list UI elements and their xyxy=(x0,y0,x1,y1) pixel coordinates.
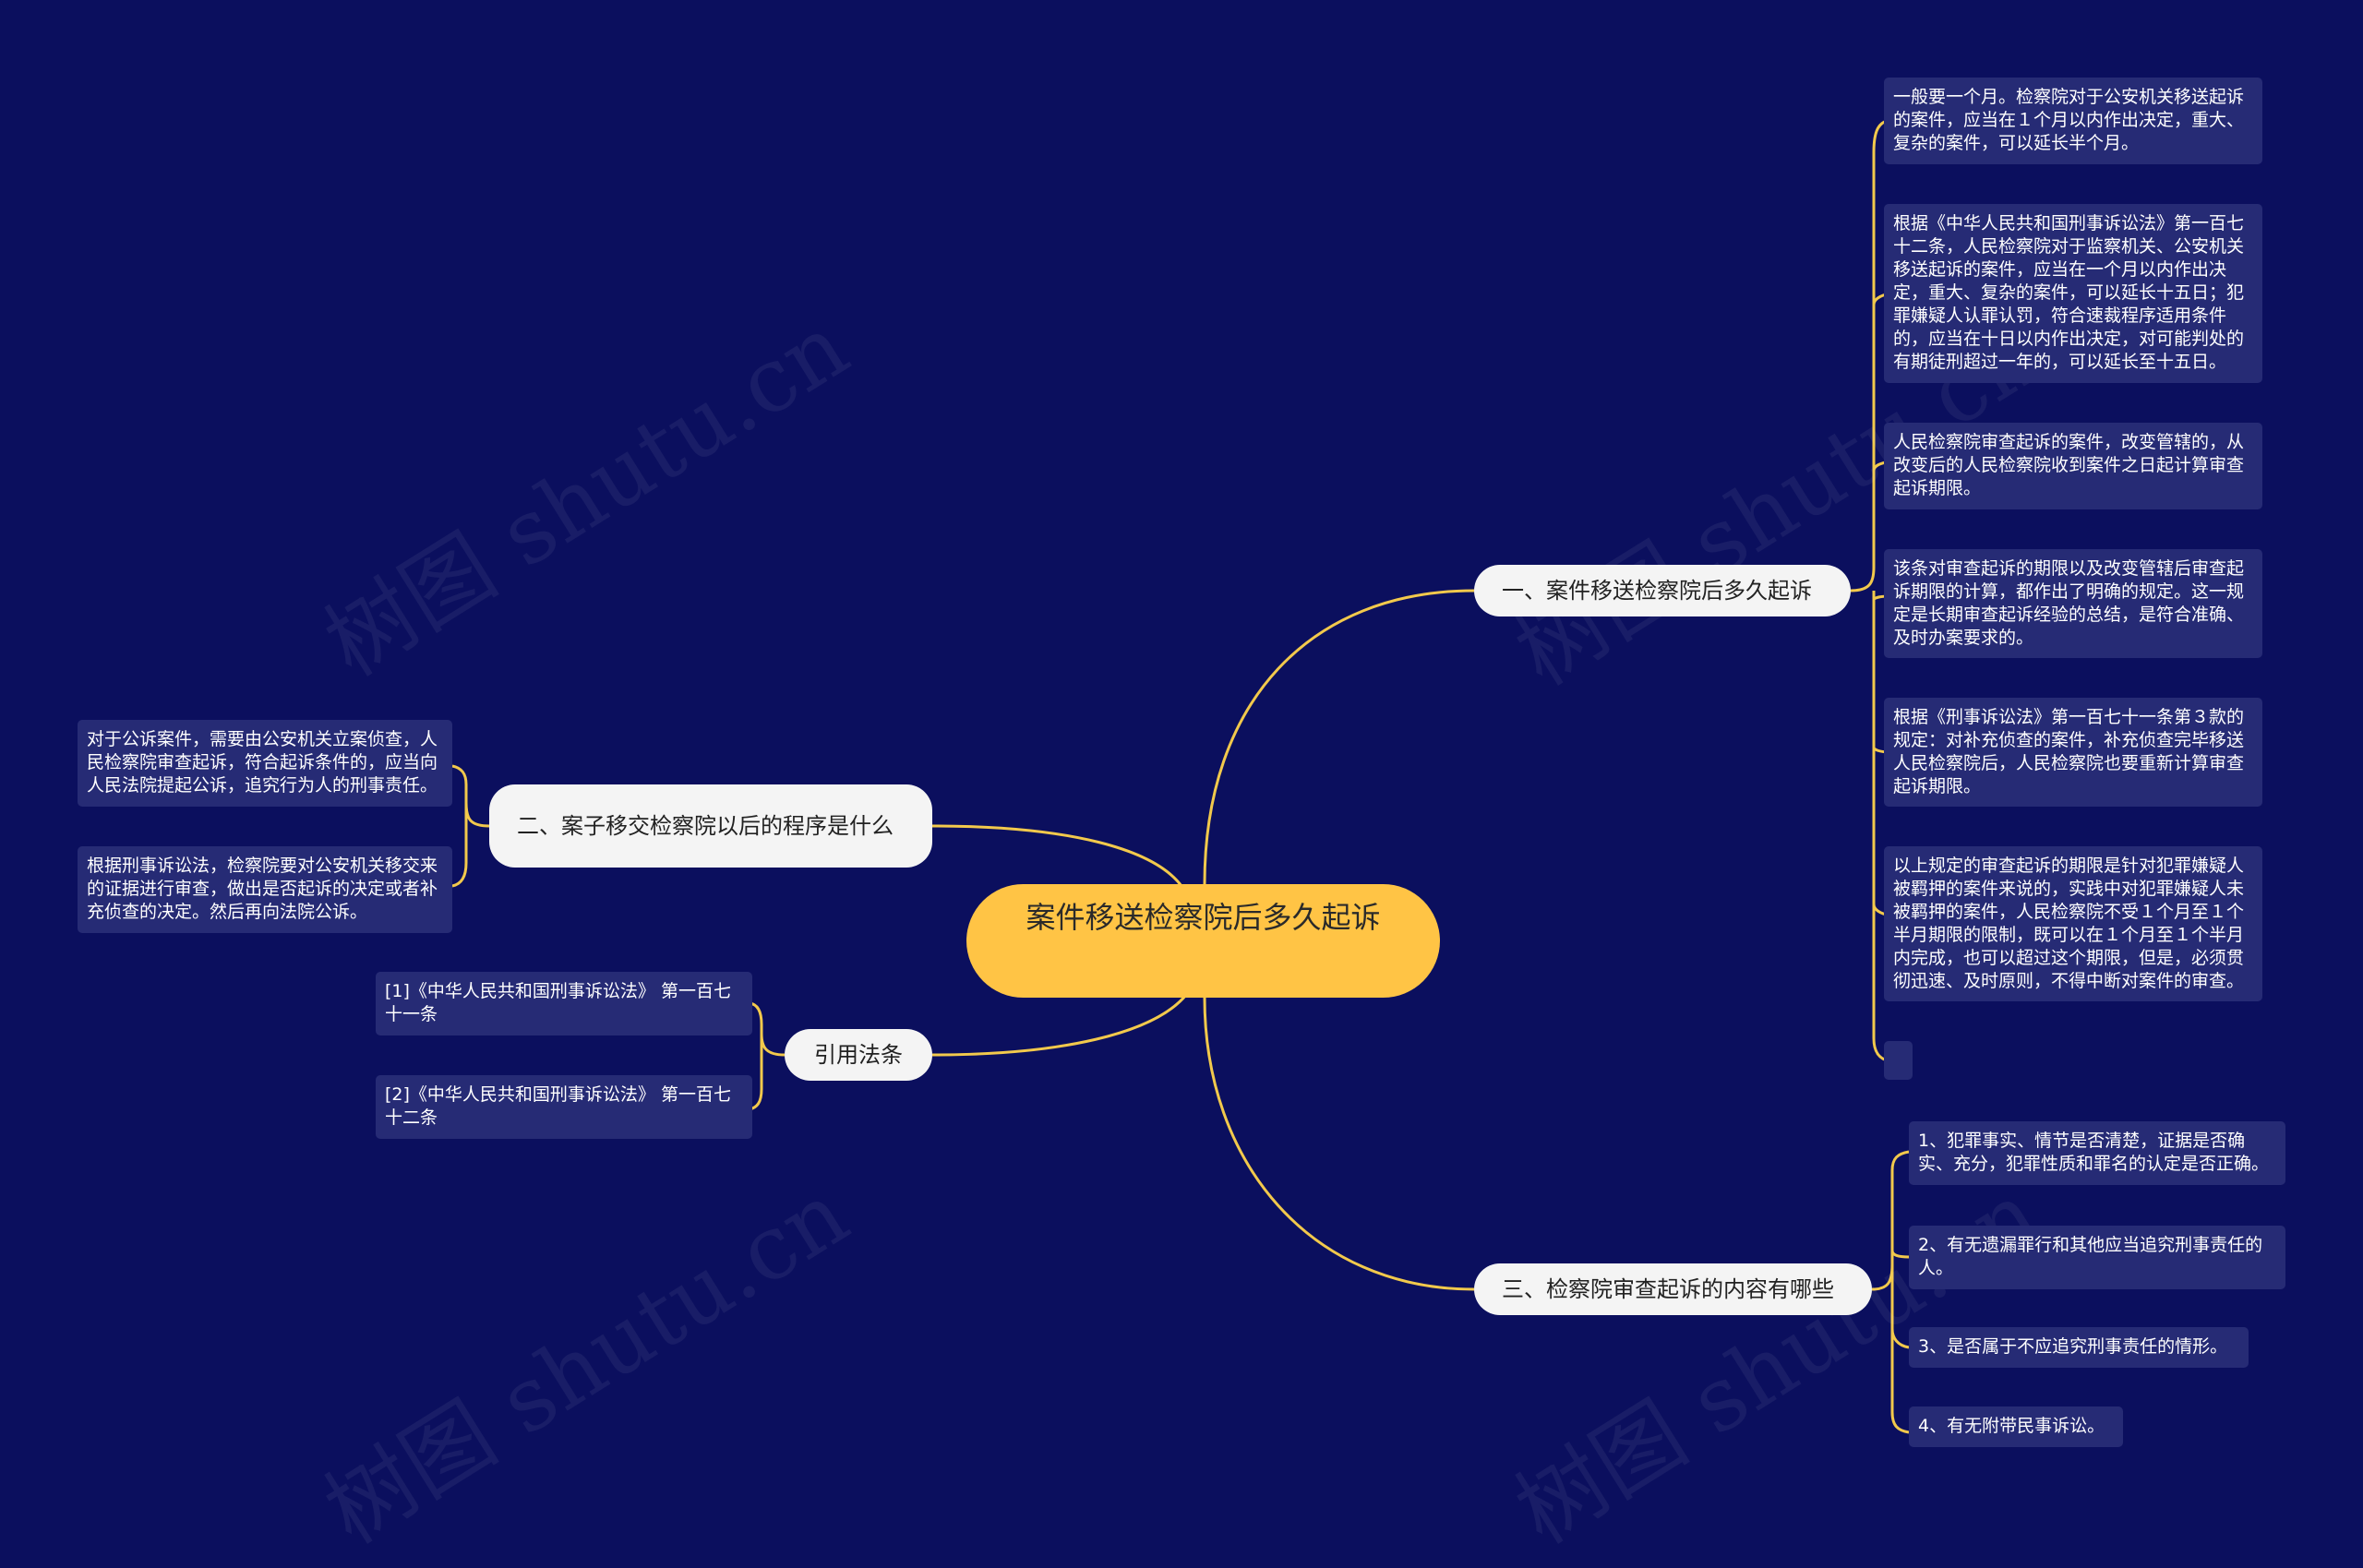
bracket-b1 xyxy=(1850,118,1891,592)
bracket-b2 xyxy=(451,764,490,828)
link-root-b1 xyxy=(1203,589,1475,885)
branch-topic-3[interactable]: 引用法条 xyxy=(785,1029,932,1081)
leaf-topic-2-2[interactable]: 根据刑事诉讼法，检察院要对公安机关移交来的证据进行审查，做出是否起诉的决定或者补… xyxy=(78,846,452,933)
leaf-topic-1-1[interactable]: 一般要一个月。检察院对于公安机关移送起诉的案件，应当在１个月以内作出决定，重大、… xyxy=(1884,78,2262,164)
connector-lines xyxy=(451,118,1910,1434)
leaf-topic-4-3[interactable]: 3、是否属于不应追究刑事责任的情形。 xyxy=(1909,1327,2249,1368)
link-root-b2 xyxy=(931,824,1183,887)
leaf-topic-1-7[interactable] xyxy=(1884,1041,1913,1080)
leaf-topic-3-1[interactable]: [1]《中华人民共和国刑事诉讼法》 第一百七十一条 xyxy=(376,972,752,1035)
leaf-topic-1-2[interactable]: 根据《中华人民共和国刑事诉讼法》第一百七十二条，人民检察院对于监察机关、公安机关… xyxy=(1884,204,2262,383)
bracket-b3 xyxy=(749,1001,786,1057)
link-root-b4 xyxy=(1203,997,1475,1291)
leaf-topic-3-2[interactable]: [2]《中华人民共和国刑事诉讼法》 第一百七十二条 xyxy=(376,1075,752,1139)
branch-topic-2[interactable]: 二、案子移交检察院以后的程序是什么 xyxy=(489,784,932,868)
branch-topic-4[interactable]: 三、检察院审查起诉的内容有哪些 xyxy=(1474,1263,1872,1315)
leaf-topic-1-3[interactable]: 人民检察院审查起诉的案件，改变管辖的，从改变后的人民检察院收到案件之日起计算审查… xyxy=(1884,423,2262,509)
leaf-topic-1-5[interactable]: 根据《刑事诉讼法》第一百七十一条第３款的规定：对补充侦查的案件，补充侦查完毕移送… xyxy=(1884,698,2262,807)
leaf-topic-2-1[interactable]: 对于公诉案件，需要由公安机关立案侦查，人民检察院审查起诉，符合起诉条件的，应当向… xyxy=(78,720,452,807)
bracket-b4 xyxy=(1871,1150,1910,1291)
root-topic[interactable]: 案件移送检察院后多久起诉 xyxy=(966,884,1440,998)
leaf-topic-4-2[interactable]: 2、有无遗漏罪行和其他应当追究刑事责任的人。 xyxy=(1909,1226,2285,1289)
leaf-topic-4-4[interactable]: 4、有无附带民事诉讼。 xyxy=(1909,1406,2123,1447)
leaf-topic-1-6[interactable]: 以上规定的审查起诉的期限是针对犯罪嫌疑人被羁押的案件来说的，实践中对犯罪嫌疑人未… xyxy=(1884,846,2262,1001)
branch-topic-1[interactable]: 一、案件移送检察院后多久起诉 xyxy=(1474,565,1851,616)
link-root-b3 xyxy=(931,994,1188,1057)
leaf-topic-1-4[interactable]: 该条对审查起诉的期限以及改变管辖后审查起诉期限的计算，都作出了明确的规定。这一规… xyxy=(1884,549,2262,658)
leaf-topic-4-1[interactable]: 1、犯罪事实、情节是否清楚，证据是否确实、充分，犯罪性质和罪名的认定是否正确。 xyxy=(1909,1121,2285,1185)
